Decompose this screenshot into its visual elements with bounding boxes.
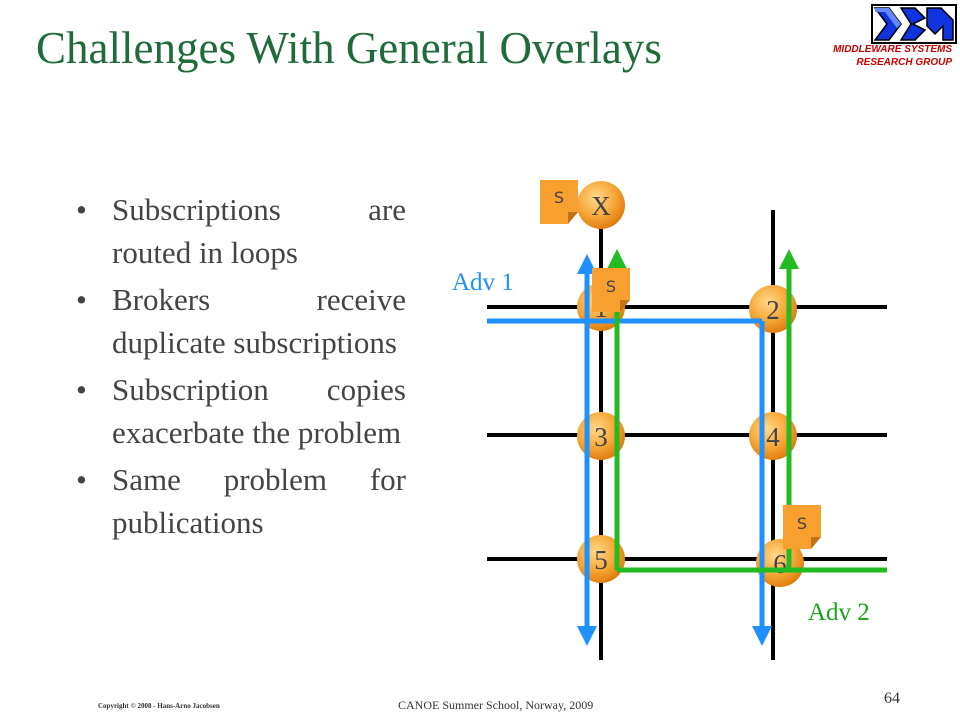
subscription-tag-2-label: S (606, 277, 616, 296)
grid-lines (487, 210, 887, 660)
bullet-item: Same problem for publications (70, 458, 406, 544)
bullet-item: Subscriptions are routed in loops (70, 188, 406, 274)
subscription-tag-2: S (592, 268, 630, 312)
page-number: 64 (884, 690, 900, 707)
broker-nodes: X 1 2 3 4 5 6 (577, 181, 804, 587)
event-footer: CANOE Summer School, Norway, 2009 (398, 698, 594, 712)
logo-text-line2: RESEARCH GROUP (856, 57, 952, 68)
adv1-label: Adv 1 (452, 269, 514, 296)
bullet-item: Brokers receive duplicate subscriptions (70, 278, 406, 364)
broker-node-6-label: 6 (773, 549, 787, 579)
subscription-tag-3: S (783, 505, 821, 549)
broker-node-4-label: 4 (766, 422, 780, 452)
bullet-list: Subscriptions are routed in loops Broker… (70, 188, 406, 548)
broker-node-5-label: 5 (594, 545, 608, 575)
slide-title: Challenges With General Overlays (36, 23, 662, 73)
broker-node-2-label: 2 (766, 295, 780, 325)
broker-node-3-label: 3 (594, 422, 608, 452)
subscription-tag-3-label: S (797, 514, 807, 533)
msrg-logo-icon (871, 4, 957, 44)
logo-text-line1: MIDDLEWARE SYSTEMS (833, 44, 952, 55)
broker-node-x: X (577, 181, 625, 229)
msrg-logo: MIDDLEWARE SYSTEMS RESEARCH GROUP (800, 2, 958, 74)
broker-node-x-label: X (591, 191, 611, 221)
subscription-tag-1: S (540, 180, 578, 224)
copyright-notice: Copyright © 2008 - Hans-Arno Jacobsen (98, 702, 220, 710)
adv1-path (487, 254, 772, 646)
subscription-tag-1-label: S (554, 188, 564, 207)
adv2-label: Adv 2 (808, 599, 870, 626)
bullet-item: Subscription copies exacerbate the probl… (70, 368, 406, 454)
